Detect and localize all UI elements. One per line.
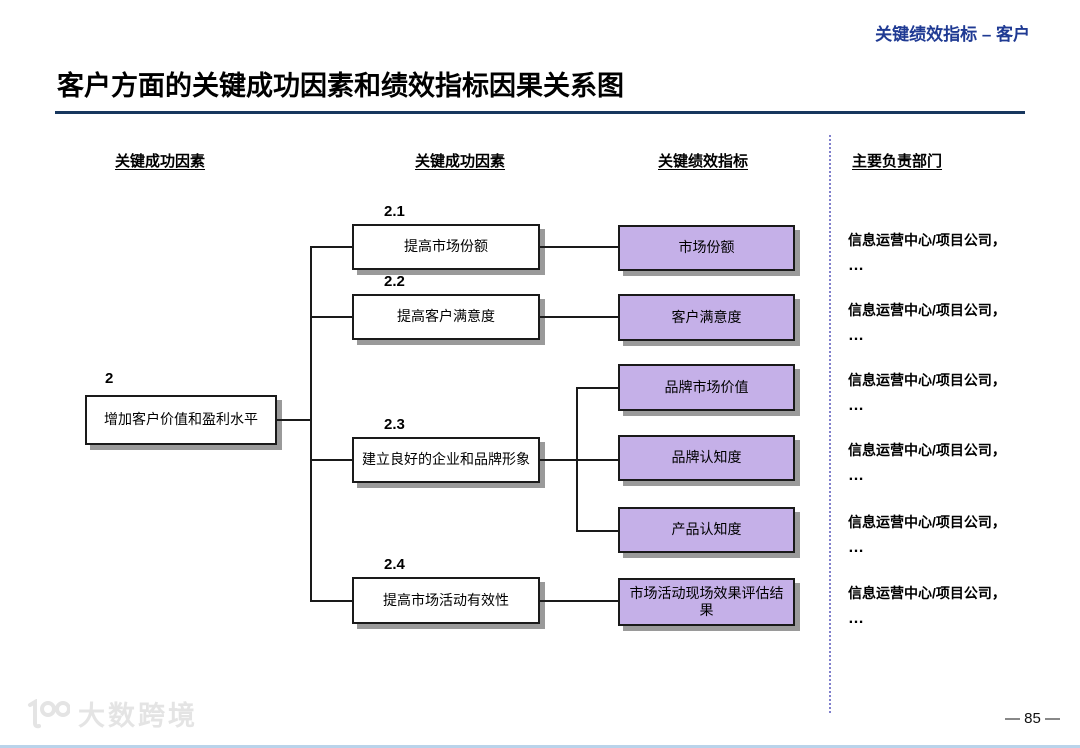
bottom-edge-line <box>0 745 1080 748</box>
connector-line <box>310 246 352 248</box>
connector-line <box>538 600 618 602</box>
department-entry: 信息运营中心/项目公司， … <box>848 512 1063 557</box>
watermark: 大数跨境 <box>26 694 198 733</box>
watermark-text: 大数跨境 <box>78 701 198 731</box>
department-ellipsis: … <box>848 467 866 484</box>
connector-line <box>538 459 618 461</box>
department-ellipsis: … <box>848 610 866 627</box>
connector-line <box>576 387 578 532</box>
column-header-success-factors-2: 关键成功因素 <box>415 153 506 170</box>
department-name: 信息运营中心/项目公司， <box>848 585 1006 601</box>
department-name: 信息运营中心/项目公司， <box>848 442 1006 458</box>
column-header-department: 主要负责部门 <box>852 153 943 170</box>
root-factor-id: 2 <box>105 370 114 387</box>
department-name: 信息运营中心/项目公司， <box>848 514 1006 530</box>
department-entry: 信息运营中心/项目公司， … <box>848 370 1063 415</box>
connector-line <box>310 246 312 602</box>
department-name: 信息运营中心/项目公司， <box>848 372 1006 388</box>
kpi-box: 客户满意度 <box>618 294 795 341</box>
department-entry: 信息运营中心/项目公司， … <box>848 440 1063 485</box>
page-title: 客户方面的关键成功因素和绩效指标因果关系图 <box>57 71 624 101</box>
department-entry: 信息运营中心/项目公司， … <box>848 300 1063 345</box>
factor-id: 2.3 <box>384 416 405 433</box>
department-ellipsis: … <box>848 397 866 414</box>
department-entry: 信息运营中心/项目公司， … <box>848 230 1063 275</box>
connector-line <box>576 530 618 532</box>
column-separator-dotted-line <box>829 135 831 713</box>
department-name: 信息运营中心/项目公司， <box>848 302 1006 318</box>
connector-line <box>310 316 352 318</box>
department-ellipsis: … <box>848 257 866 274</box>
kpi-box: 产品认知度 <box>618 507 795 553</box>
connector-line <box>310 600 352 602</box>
connector-line <box>576 387 618 389</box>
department-ellipsis: … <box>848 539 866 556</box>
connector-line <box>538 246 618 248</box>
kpi-box: 品牌认知度 <box>618 435 795 481</box>
page-number: — 85 — <box>1004 710 1060 727</box>
factor-box: 提高市场份额 <box>352 224 540 270</box>
kpi-box: 品牌市场价值 <box>618 364 795 411</box>
column-header-kpi: 关键绩效指标 <box>658 153 749 170</box>
kpi-box: 市场份额 <box>618 225 795 271</box>
factor-box: 提高客户满意度 <box>352 294 540 340</box>
corner-tag: 关键绩效指标 – 客户 <box>875 25 1030 44</box>
connector-line <box>538 316 618 318</box>
title-underline <box>55 111 1025 114</box>
factor-box: 提高市场活动有效性 <box>352 577 540 624</box>
connector-line <box>276 419 312 421</box>
factor-id: 2.1 <box>384 203 405 220</box>
factor-box: 建立良好的企业和品牌形象 <box>352 437 540 483</box>
department-name: 信息运营中心/项目公司， <box>848 232 1006 248</box>
factor-id: 2.4 <box>384 556 405 573</box>
connector-line <box>310 459 352 461</box>
column-header-success-factors-1: 关键成功因素 <box>115 153 206 170</box>
department-entry: 信息运营中心/项目公司， … <box>848 583 1063 628</box>
factor-id: 2.2 <box>384 273 405 290</box>
root-factor-box: 增加客户价值和盈利水平 <box>85 395 277 445</box>
department-ellipsis: … <box>848 327 866 344</box>
kpi-box: 市场活动现场效果评估结果 <box>618 578 795 626</box>
watermark-glasses-icon <box>28 698 70 728</box>
